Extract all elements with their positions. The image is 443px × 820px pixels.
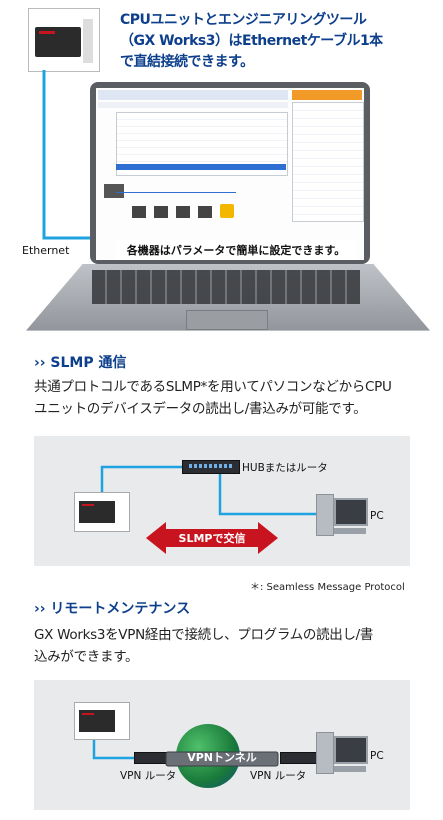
slmp-desc-line: ユニットのデバイスデータの読出し/書込みが可能です。 [34, 401, 367, 417]
hub-icon [182, 460, 240, 474]
slmp-desc-line: 共通プロトコルであるSLMP*を用いてパソコンなどからCPU [34, 379, 392, 395]
laptop-caption: 各機器はパラメータで簡単に設定できます。 [116, 240, 356, 260]
top-heading-line: （GX Works3）はEthernetケーブル1本 [120, 33, 383, 49]
remote-desc-line: GX Works3をVPN経由で接続し、プログラムの読出し/書 [34, 627, 374, 643]
laptop-keys [92, 270, 360, 304]
pc-icon [316, 494, 368, 538]
laptop: 各機器はパラメータで簡単に設定できます。 [90, 82, 370, 264]
remote-diagram-panel: VPN ルータ VPNトンネル VPN ルータ PC [34, 680, 410, 810]
top-heading-line: CPUユニットとエンジニアリングツール [120, 12, 367, 28]
slmp-footnote: ＊: Seamless Message Protocol [250, 582, 405, 593]
remote-desc-line: 込みができます。 [34, 649, 139, 665]
cpu-unit-icon [74, 702, 130, 740]
cpu-unit-image [28, 8, 100, 72]
slmp-lines [100, 465, 316, 516]
pc-label: PC [370, 750, 384, 762]
pc-icon [316, 732, 368, 776]
vpn-tunnel-label: VPNトンネル [187, 751, 257, 764]
laptop-touchpad [186, 310, 268, 330]
top-heading-line: で直結接続できます。 [120, 54, 254, 70]
remote-description: GX Works3をVPN経由で接続し、プログラムの読出し/書 込みができます。 [34, 624, 424, 668]
ethernet-cable [42, 70, 95, 240]
vpn-router-right-label: VPN ルータ [250, 770, 307, 782]
slmp-title: ›› SLMP 通信 [34, 355, 127, 371]
vpn-router-left-label: VPN ルータ [120, 770, 177, 782]
slmp-description: 共通プロトコルであるSLMP*を用いてパソコンなどからCPU ユニットのデバイス… [34, 376, 424, 420]
ethernet-label: Ethernet [22, 244, 70, 257]
slmp-arrow-label: SLMPで交信 [178, 532, 246, 545]
vpn-router-right-icon [280, 752, 320, 764]
hub-label: HUBまたはルータ [242, 462, 328, 474]
cpu-unit-icon [74, 492, 130, 532]
remote-title: ›› リモートメンテナンス [34, 601, 191, 617]
vpn-tunnel-arrow [165, 751, 279, 767]
slmp-diagram-panel: HUBまたはルータ SLMPで交信 PC [34, 436, 410, 566]
pc-label: PC [370, 510, 384, 522]
laptop-screen: 各機器はパラメータで簡単に設定できます。 [96, 88, 364, 260]
top-heading: CPUユニットとエンジニアリングツール （GX Works3）はEthernet… [120, 10, 430, 73]
slmp-arrow [146, 522, 278, 554]
